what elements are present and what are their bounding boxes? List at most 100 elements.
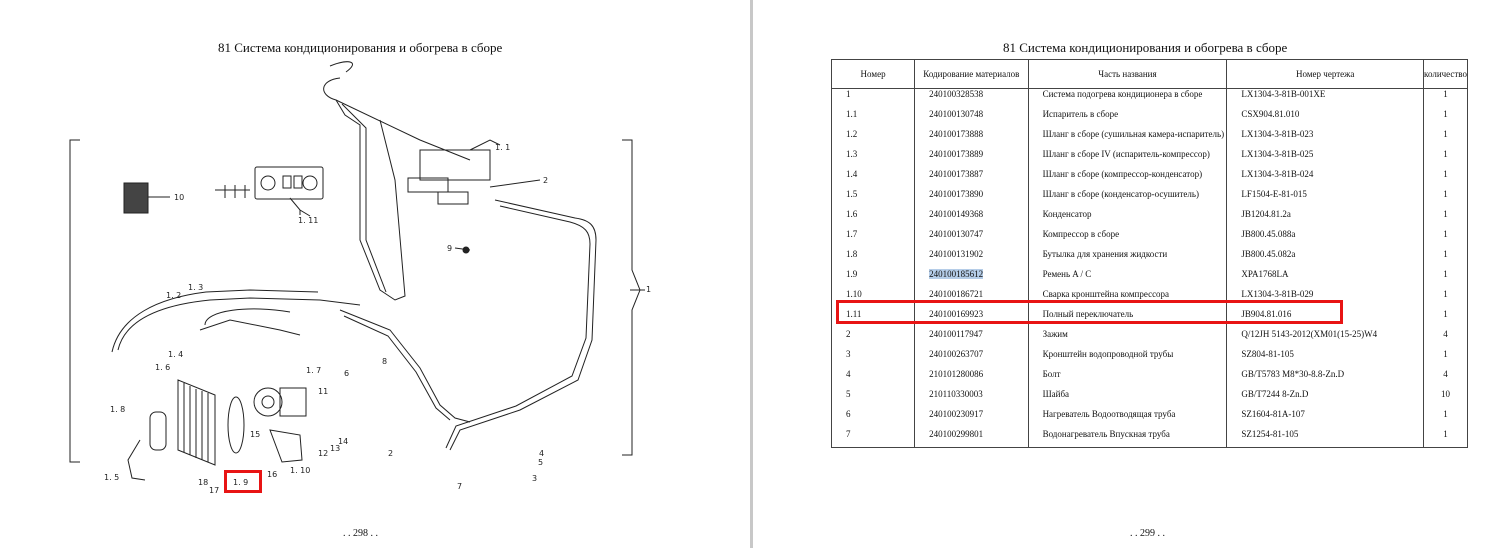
cell-quantity: 1 xyxy=(1423,309,1468,329)
callout-1-3: 1. 3 xyxy=(188,283,204,292)
callout-11: 11 xyxy=(318,387,329,396)
cell-number: 1.3 xyxy=(830,149,916,169)
cell-material-code: 240100173890 xyxy=(914,189,1029,209)
cell-material-code: 240100186721 xyxy=(914,289,1029,309)
cell-number: 1.2 xyxy=(830,129,916,149)
cell-drawing-number: JB800.45.088a xyxy=(1226,229,1425,249)
cell-material-code: 240100173887 xyxy=(914,169,1029,189)
cell-number: 1.5 xyxy=(830,189,916,209)
callout-6: 6 xyxy=(344,369,350,378)
cell-drawing-number: GB/T7244 8-Zn.D xyxy=(1226,389,1425,409)
cell-number: 3 xyxy=(830,349,916,369)
cell-material-code: 240100149368 xyxy=(914,209,1029,229)
cell-part-name: Шайба xyxy=(1027,389,1228,409)
left-page: 81 Система кондиционирования и обогрева … xyxy=(69,40,652,539)
callout-1-8: 1. 8 xyxy=(110,405,126,414)
callout-17: 17 xyxy=(209,486,220,495)
cell-number: 5 xyxy=(830,389,916,409)
cell-material-code: 240100328538 xyxy=(914,88,1029,109)
cell-part-name: Система подогрева кондиционера в сборе xyxy=(1027,88,1228,109)
cell-material-code: 240100185612 xyxy=(914,269,1029,289)
cell-part-name: Сварка кронштейна компрессора xyxy=(1027,289,1228,309)
left-page-title: 81 Система кондиционирования и обогрева … xyxy=(218,40,503,55)
right-page-number: . . 299 . . xyxy=(1130,528,1165,539)
cell-part-name: Испаритель в сборе xyxy=(1027,109,1228,129)
callout-12: 12 xyxy=(318,449,329,458)
cell-quantity: 1 xyxy=(1423,429,1468,448)
callout-1-9: 1. 9 xyxy=(233,478,249,487)
callout-1-2: 1. 2 xyxy=(166,291,182,300)
cell-material-code: 240100299801 xyxy=(914,429,1029,448)
cell-drawing-number: JB1204.81.2a xyxy=(1226,209,1425,229)
cell-number: 1 xyxy=(830,88,916,109)
cell-part-name: Ремень A / C xyxy=(1027,269,1228,289)
callout-9: 9 xyxy=(447,244,453,253)
cell-part-name: Шланг в сборе (компрессор-конденсатор) xyxy=(1027,169,1228,189)
cell-number: 1.1 xyxy=(830,109,916,129)
cell-drawing-number: CSX904.81.010 xyxy=(1226,109,1425,129)
callout-16: 16 xyxy=(267,470,278,479)
parts-table: Номер Кодирование материалов Часть назва… xyxy=(830,59,1468,448)
cell-part-name: Кронштейн водопроводной трубы xyxy=(1027,349,1228,369)
cell-number: 1.4 xyxy=(830,169,916,189)
header-quantity: количество xyxy=(1423,59,1468,89)
cell-number: 1.7 xyxy=(830,229,916,249)
callout-1-1: 1. 1 xyxy=(495,143,511,152)
callout-10: 10 xyxy=(174,193,185,202)
cell-part-name: Шланг в сборе IV (испаритель-компрессор) xyxy=(1027,149,1228,169)
cell-material-code: 240100131902 xyxy=(914,249,1029,269)
cell-material-code: 240100130748 xyxy=(914,109,1029,129)
cell-quantity: 1 xyxy=(1423,88,1468,109)
assembly-diagram: 1. 1 2 9 10 1. 11 1. 3 1. 2 1. 4 1. 6 1.… xyxy=(69,61,652,495)
cell-drawing-number: Q/12JH 5143-2012(XM01(15-25)W4 xyxy=(1226,329,1425,349)
right-page-title: 81 Система кондиционирования и обогрева … xyxy=(1003,40,1288,55)
callout-1-10: 1. 10 xyxy=(290,466,311,475)
cell-part-name: Нагреватель Водоотводящая труба xyxy=(1027,409,1228,429)
cell-quantity: 1 xyxy=(1423,209,1468,229)
cell-material-code: 240100130747 xyxy=(914,229,1029,249)
callout-5: 5 xyxy=(538,458,544,467)
cell-material-code: 210101280086 xyxy=(914,369,1029,389)
cell-part-name: Водонагреватель Впускная труба xyxy=(1027,429,1228,448)
callout-1-11: 1. 11 xyxy=(298,216,319,225)
table-header-row: Номер Кодирование материалов Часть назва… xyxy=(830,59,1468,89)
cell-part-name: Зажим xyxy=(1027,329,1228,349)
callout-1: 1 xyxy=(646,285,652,294)
cell-material-code: 240100173889 xyxy=(914,149,1029,169)
callout-14: 14 xyxy=(338,437,349,446)
cell-drawing-number: LX1304-3-81B-024 xyxy=(1226,169,1425,189)
cell-quantity: 1 xyxy=(1423,249,1468,269)
cell-number: 6 xyxy=(830,409,916,429)
callout-1-6: 1. 6 xyxy=(155,363,171,372)
cell-quantity: 1 xyxy=(1423,229,1468,249)
cell-drawing-number: GB/T5783 M8*30-8.8-Zn.D xyxy=(1226,369,1425,389)
callout-8: 8 xyxy=(382,357,388,366)
cell-quantity: 4 xyxy=(1423,369,1468,389)
cell-drawing-number: SZ1604-81A-107 xyxy=(1226,409,1425,429)
cell-drawing-number: LF1504-E-81-015 xyxy=(1226,189,1425,209)
header-material-code: Кодирование материалов xyxy=(914,59,1029,89)
callout-15: 15 xyxy=(250,430,261,439)
highlight-row-1-9 xyxy=(836,300,1343,324)
header-number: Номер xyxy=(830,59,916,89)
cell-quantity: 1 xyxy=(1423,149,1468,169)
cell-quantity: 1 xyxy=(1423,269,1468,289)
left-page-number: . . 298 . . xyxy=(343,528,378,539)
cell-quantity: 1 xyxy=(1423,409,1468,429)
callout-2b: 2 xyxy=(388,449,394,458)
page-gutter xyxy=(750,0,753,548)
cell-part-name: Шланг в сборе (сушильная камера-испарите… xyxy=(1027,129,1228,149)
selected-text[interactable]: 240100185612 xyxy=(929,269,984,279)
